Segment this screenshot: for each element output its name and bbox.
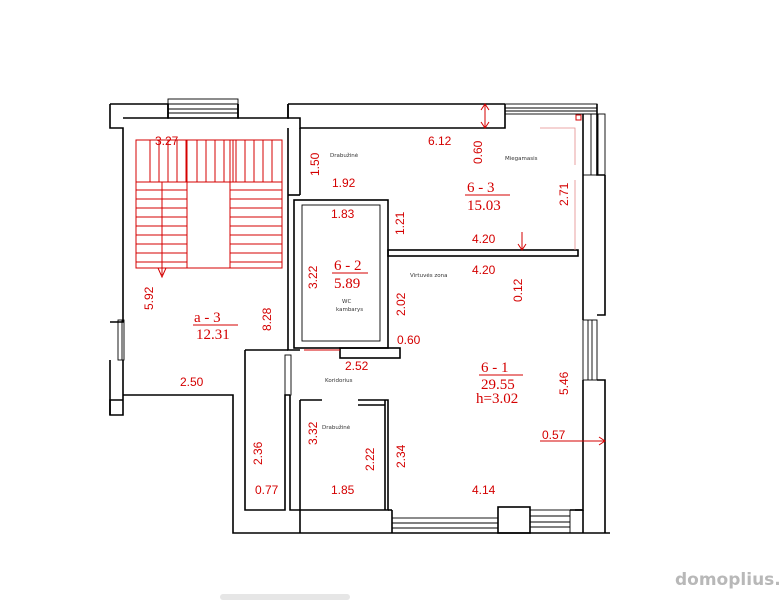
dim-3-32: 3.32 (306, 421, 320, 445)
dim-1-21: 1.21 (393, 211, 407, 235)
bottom-tab (220, 594, 350, 600)
watermark: domoplius.lt (675, 570, 782, 590)
room-area: 5.89 (334, 276, 360, 292)
dim-3-22: 3.22 (306, 265, 320, 289)
room-code: 6 - 1 (481, 360, 509, 376)
room-code: 6 - 2 (334, 258, 362, 274)
outer-walls (109, 98, 610, 534)
dim-4-14: 4.14 (472, 483, 496, 497)
label-drabuzine-top: Drabužinė (330, 152, 359, 159)
dim-8-28: 8.28 (260, 307, 274, 331)
dim-1-85: 1.85 (331, 483, 355, 497)
dim-2-50: 2.50 (180, 375, 204, 389)
staircase (135, 139, 283, 279)
dim-2-02: 2.02 (394, 292, 408, 316)
room-code: a - 3 (194, 310, 221, 326)
dim-1-83: 1.83 (331, 207, 355, 221)
dim-1-92: 1.92 (332, 176, 356, 190)
dim-0-57: 0.57 (542, 428, 566, 442)
label-drabuzine-bottom: Drabužinė (322, 424, 351, 431)
room-area: 15.03 (467, 198, 501, 214)
label-virtuves-zona: Virtuvės zona (410, 273, 447, 279)
dim-0-77: 0.77 (255, 483, 279, 497)
label-wc: WC (342, 299, 351, 305)
dim-2-22: 2.22 (363, 447, 377, 471)
marker-square (575, 114, 582, 121)
dim-5-46: 5.46 (557, 371, 571, 395)
interior-walls (117, 128, 579, 511)
dim-5-92: 5.92 (142, 286, 156, 310)
dim-0-60-top: 0.60 (471, 140, 485, 164)
dim-4-20-upper: 4.20 (472, 232, 496, 246)
room-6-3: 6 - 3 15.03 (465, 180, 510, 214)
dim-3-27: 3.27 (155, 134, 179, 148)
room-code: 6 - 3 (467, 180, 495, 196)
room-area: 29.55 (481, 377, 515, 393)
dim-0-60-mid: 0.60 (397, 333, 421, 347)
dim-2-52: 2.52 (345, 359, 369, 373)
dim-4-20-lower: 4.20 (472, 263, 496, 277)
label-kambarys: kambarys (336, 307, 363, 313)
room-a-3: a - 3 12.31 (193, 310, 238, 343)
room-area: 12.31 (196, 327, 230, 343)
dim-6-12: 6.12 (428, 134, 452, 148)
room-6-1: 6 - 1 29.55 h=3.02 (476, 360, 523, 407)
dim-0-12: 0.12 (511, 278, 525, 302)
label-koridorius: Koridorius (325, 378, 353, 384)
dim-2-71: 2.71 (557, 182, 571, 206)
dim-1-50: 1.50 (308, 152, 322, 176)
label-miegamasis: Miegamasis (505, 156, 538, 162)
dimension-markers (304, 103, 606, 446)
room-6-2: 6 - 2 5.89 (332, 258, 368, 292)
room-height: h=3.02 (476, 391, 518, 407)
dim-2-36: 2.36 (251, 441, 265, 465)
dim-2-34: 2.34 (394, 444, 408, 468)
